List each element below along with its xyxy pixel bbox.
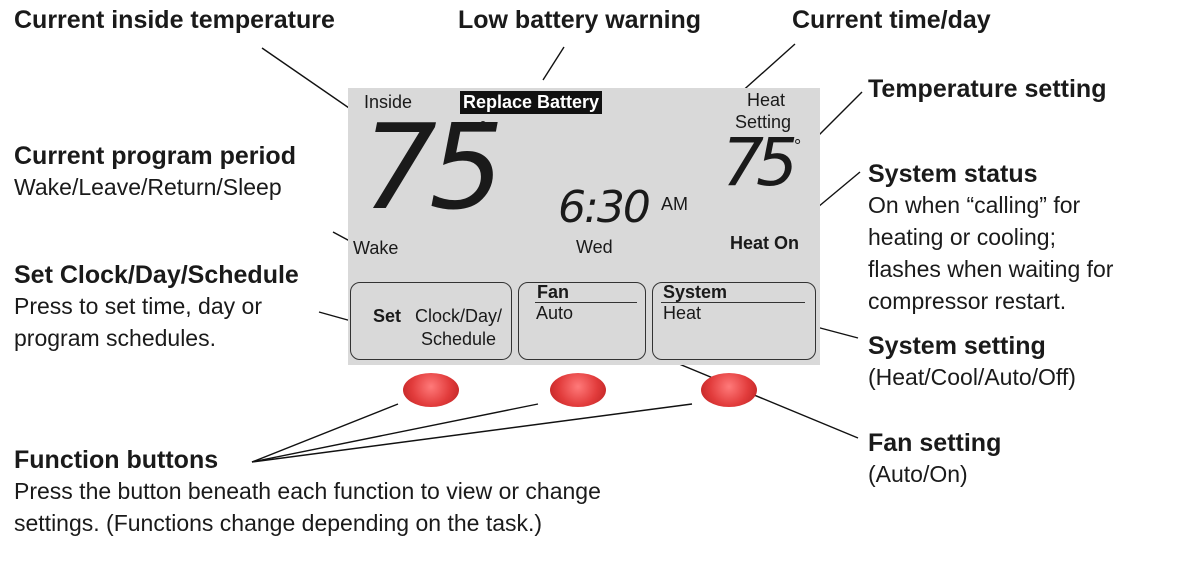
callout-fan-setting-text: (Auto/On) xyxy=(868,461,968,487)
leader-button-3 xyxy=(251,403,693,463)
system-divider xyxy=(661,302,805,303)
leader-button-1 xyxy=(251,403,399,463)
callout-function-buttons-line: Press the button beneath each function t… xyxy=(14,478,601,504)
callout-low-battery-title: Low battery warning xyxy=(458,6,702,34)
function-button-system[interactable] xyxy=(701,373,757,407)
set-clock-softkey[interactable]: Set Clock/Day/ Schedule xyxy=(350,282,512,360)
callout-function-buttons: Function buttons Press the button beneat… xyxy=(14,446,601,539)
replace-battery-warning: Replace Battery xyxy=(460,91,603,114)
setting-degree-symbol: ° xyxy=(794,136,802,156)
callout-function-buttons-title: Function buttons xyxy=(14,446,219,474)
set-label: Set xyxy=(373,306,402,326)
callout-temp-setting-title: Temperature setting xyxy=(868,75,1107,103)
callout-set-clock-line: Press to set time, day or xyxy=(14,293,262,319)
current-time: 6:30 xyxy=(558,182,651,233)
callout-program-period: Current program period Wake/Leave/Return… xyxy=(14,142,296,203)
program-period: Wake xyxy=(353,238,399,258)
am-pm-indicator: AM xyxy=(661,194,688,214)
thermostat-display: Inside 75 ° Replace Battery Heat Setting… xyxy=(348,88,820,365)
callout-system-status: System status On when “calling” for heat… xyxy=(868,160,1113,317)
callout-system-setting-title: System setting xyxy=(868,332,1046,360)
callout-fan-setting-title: Fan setting xyxy=(868,429,1002,457)
callout-time-day-title: Current time/day xyxy=(792,6,991,34)
system-status: Heat On xyxy=(730,233,800,253)
callout-system-status-line: compressor restart. xyxy=(868,288,1067,314)
callout-set-clock-line: program schedules. xyxy=(14,325,216,351)
current-day: Wed xyxy=(576,237,613,257)
callout-system-status-line: heating or cooling; xyxy=(868,224,1056,250)
fan-softkey[interactable]: Fan Auto xyxy=(518,282,646,360)
clock-day-label: Clock/Day/ xyxy=(415,306,503,326)
heat-setting-label-1: Heat xyxy=(747,90,786,110)
system-softkey[interactable]: System Heat xyxy=(652,282,816,360)
inside-temperature: 75 xyxy=(362,98,504,236)
fan-divider xyxy=(535,302,637,303)
function-button-set[interactable] xyxy=(403,373,459,407)
inside-degree-symbol: ° xyxy=(479,118,487,140)
callout-system-setting-text: (Heat/Cool/Auto/Off) xyxy=(868,364,1076,390)
system-header: System xyxy=(663,282,728,302)
inside-label: Inside xyxy=(364,92,413,112)
callout-system-setting: System setting (Heat/Cool/Auto/Off) xyxy=(868,332,1076,393)
schedule-label: Schedule xyxy=(421,329,497,349)
function-button-fan[interactable] xyxy=(550,373,606,407)
setting-temperature: 75 xyxy=(722,124,798,201)
system-value: Heat xyxy=(663,303,702,323)
callout-program-period-text: Wake/Leave/Return/Sleep xyxy=(14,174,282,200)
callout-set-clock: Set Clock/Day/Schedule Press to set time… xyxy=(14,261,299,354)
leader-button-2 xyxy=(251,403,539,463)
callout-fan-setting: Fan setting (Auto/On) xyxy=(868,429,1001,490)
leader-temp-setting xyxy=(817,91,863,137)
callout-system-status-title: System status xyxy=(868,160,1038,188)
callout-system-status-line: On when “calling” for xyxy=(868,192,1081,218)
leader-low-battery xyxy=(542,46,565,81)
callout-program-period-title: Current program period xyxy=(14,142,296,170)
fan-value: Auto xyxy=(536,303,574,323)
callout-set-clock-title: Set Clock/Day/Schedule xyxy=(14,261,299,289)
fan-header: Fan xyxy=(537,282,570,302)
callout-inside-temp-title: Current inside temperature xyxy=(14,6,335,34)
callout-function-buttons-line: settings. (Functions change depending on… xyxy=(14,510,543,536)
heat-setting-label-2: Setting xyxy=(735,112,792,132)
callout-system-status-line: flashes when waiting for xyxy=(868,256,1114,282)
